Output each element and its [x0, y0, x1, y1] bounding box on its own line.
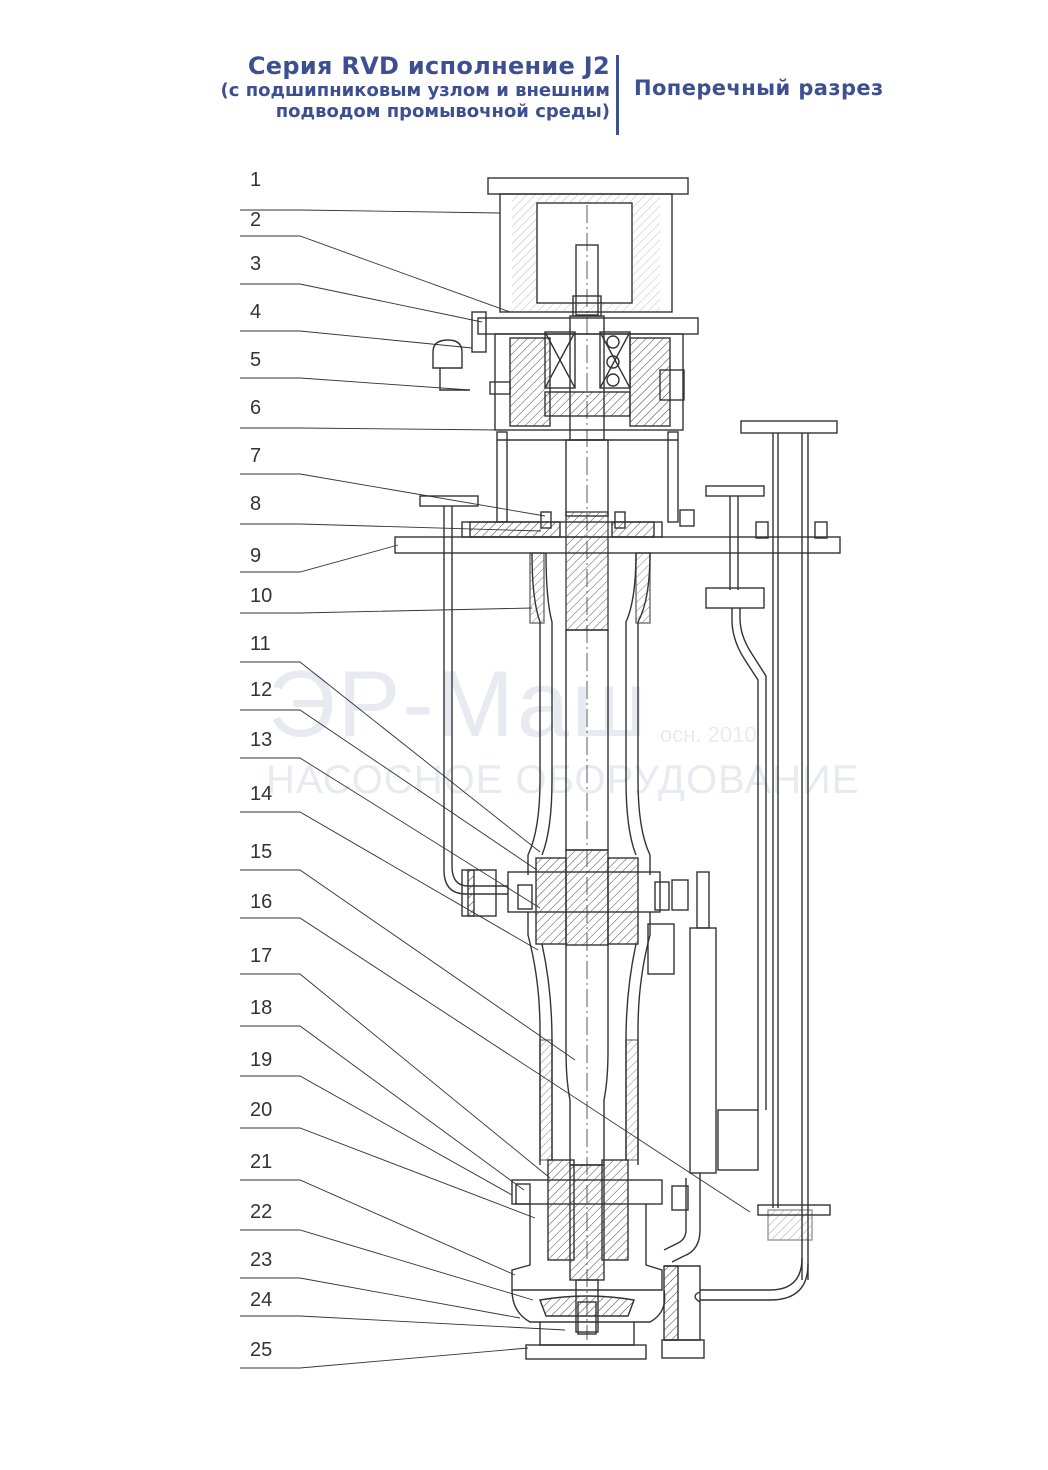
- motor-adapter: [487, 177, 689, 313]
- callout-leader: [240, 473, 546, 517]
- callout-number: 24: [250, 1289, 272, 1311]
- callout-leader: [240, 1075, 513, 1196]
- callout-number: 16: [250, 891, 272, 913]
- callout-leader: [240, 1277, 521, 1319]
- watermark-logo: ЭР-Маш: [268, 651, 649, 756]
- flushing-line-left: [419, 495, 508, 917]
- series-title: Серия RVD исполнение J2: [247, 52, 610, 80]
- callout-number: 25: [250, 1339, 272, 1361]
- callout-leader: [240, 523, 542, 532]
- callout-leader: [240, 235, 511, 313]
- callout-number: 2: [250, 209, 261, 231]
- callout-leader: [240, 917, 751, 1213]
- mounting-plate: [394, 509, 841, 554]
- discharge-pipe: [694, 420, 838, 1303]
- series-subtitle-line2: подводом промывочной среды): [275, 101, 610, 122]
- callout-leader: [240, 1315, 566, 1331]
- callouts: 1234567891011121314151617181920212223242…: [240, 169, 751, 1369]
- callout-number: 21: [250, 1151, 272, 1173]
- callout-number: 1: [250, 169, 261, 191]
- callout-number: 7: [250, 445, 261, 467]
- callout-number: 13: [250, 729, 272, 751]
- callout-number: 6: [250, 397, 261, 419]
- callout-leader: [240, 1179, 516, 1276]
- callout-leader: [240, 757, 541, 909]
- callout-number: 22: [250, 1201, 272, 1223]
- callout-leader: [240, 607, 533, 614]
- callout-leader: [240, 1127, 536, 1219]
- callout-leader: [240, 377, 471, 391]
- callout-leader: [240, 973, 551, 1179]
- callout-number: 18: [250, 997, 272, 1019]
- callout-leader: [240, 869, 576, 1061]
- callout-number: 20: [250, 1099, 272, 1121]
- callout-number: 19: [250, 1049, 272, 1071]
- callout-leader: [240, 330, 473, 349]
- callout-number: 12: [250, 679, 272, 701]
- callout-number: 14: [250, 783, 272, 805]
- callout-leader: [240, 544, 399, 573]
- title-divider: [616, 55, 619, 135]
- callout-number: 23: [250, 1249, 272, 1271]
- series-subtitle-line1: (с подшипниковым узлом и внешним: [220, 80, 610, 101]
- bearing-housing: [432, 311, 699, 431]
- callout-leader: [240, 661, 541, 853]
- callout-leader: [240, 427, 501, 431]
- title-block: Серия RVD исполнение J2 (с подшипниковым…: [70, 52, 610, 122]
- callout-number: 4: [250, 301, 261, 323]
- callout-number: 17: [250, 945, 272, 967]
- callout-number: 3: [250, 253, 261, 275]
- watermark-tagline: НАСОСНОЕ ОБОРУДОВАНИЕ: [266, 758, 860, 802]
- callout-leader: [240, 709, 538, 871]
- callout-leader: [240, 283, 483, 323]
- callout-leader: [240, 1229, 534, 1301]
- shaft: [565, 205, 609, 1340]
- callout-number: 10: [250, 585, 272, 607]
- flushing-line-right: [647, 485, 767, 1263]
- callout-number: 8: [250, 493, 261, 515]
- callout-number: 9: [250, 545, 261, 567]
- column-casing: [507, 552, 689, 1165]
- callout-number: 15: [250, 841, 272, 863]
- pump-casing: [511, 1159, 705, 1360]
- section-label: Поперечный разрез: [634, 76, 884, 100]
- callout-leader: [240, 209, 501, 214]
- callout-leader: [240, 1347, 529, 1369]
- callout-number: 5: [250, 349, 261, 371]
- callout-number: 11: [250, 633, 271, 655]
- lantern: [496, 431, 679, 523]
- callout-leader: [240, 811, 539, 951]
- watermark-year: осн. 2010: [660, 722, 757, 747]
- callout-leader: [240, 1025, 525, 1191]
